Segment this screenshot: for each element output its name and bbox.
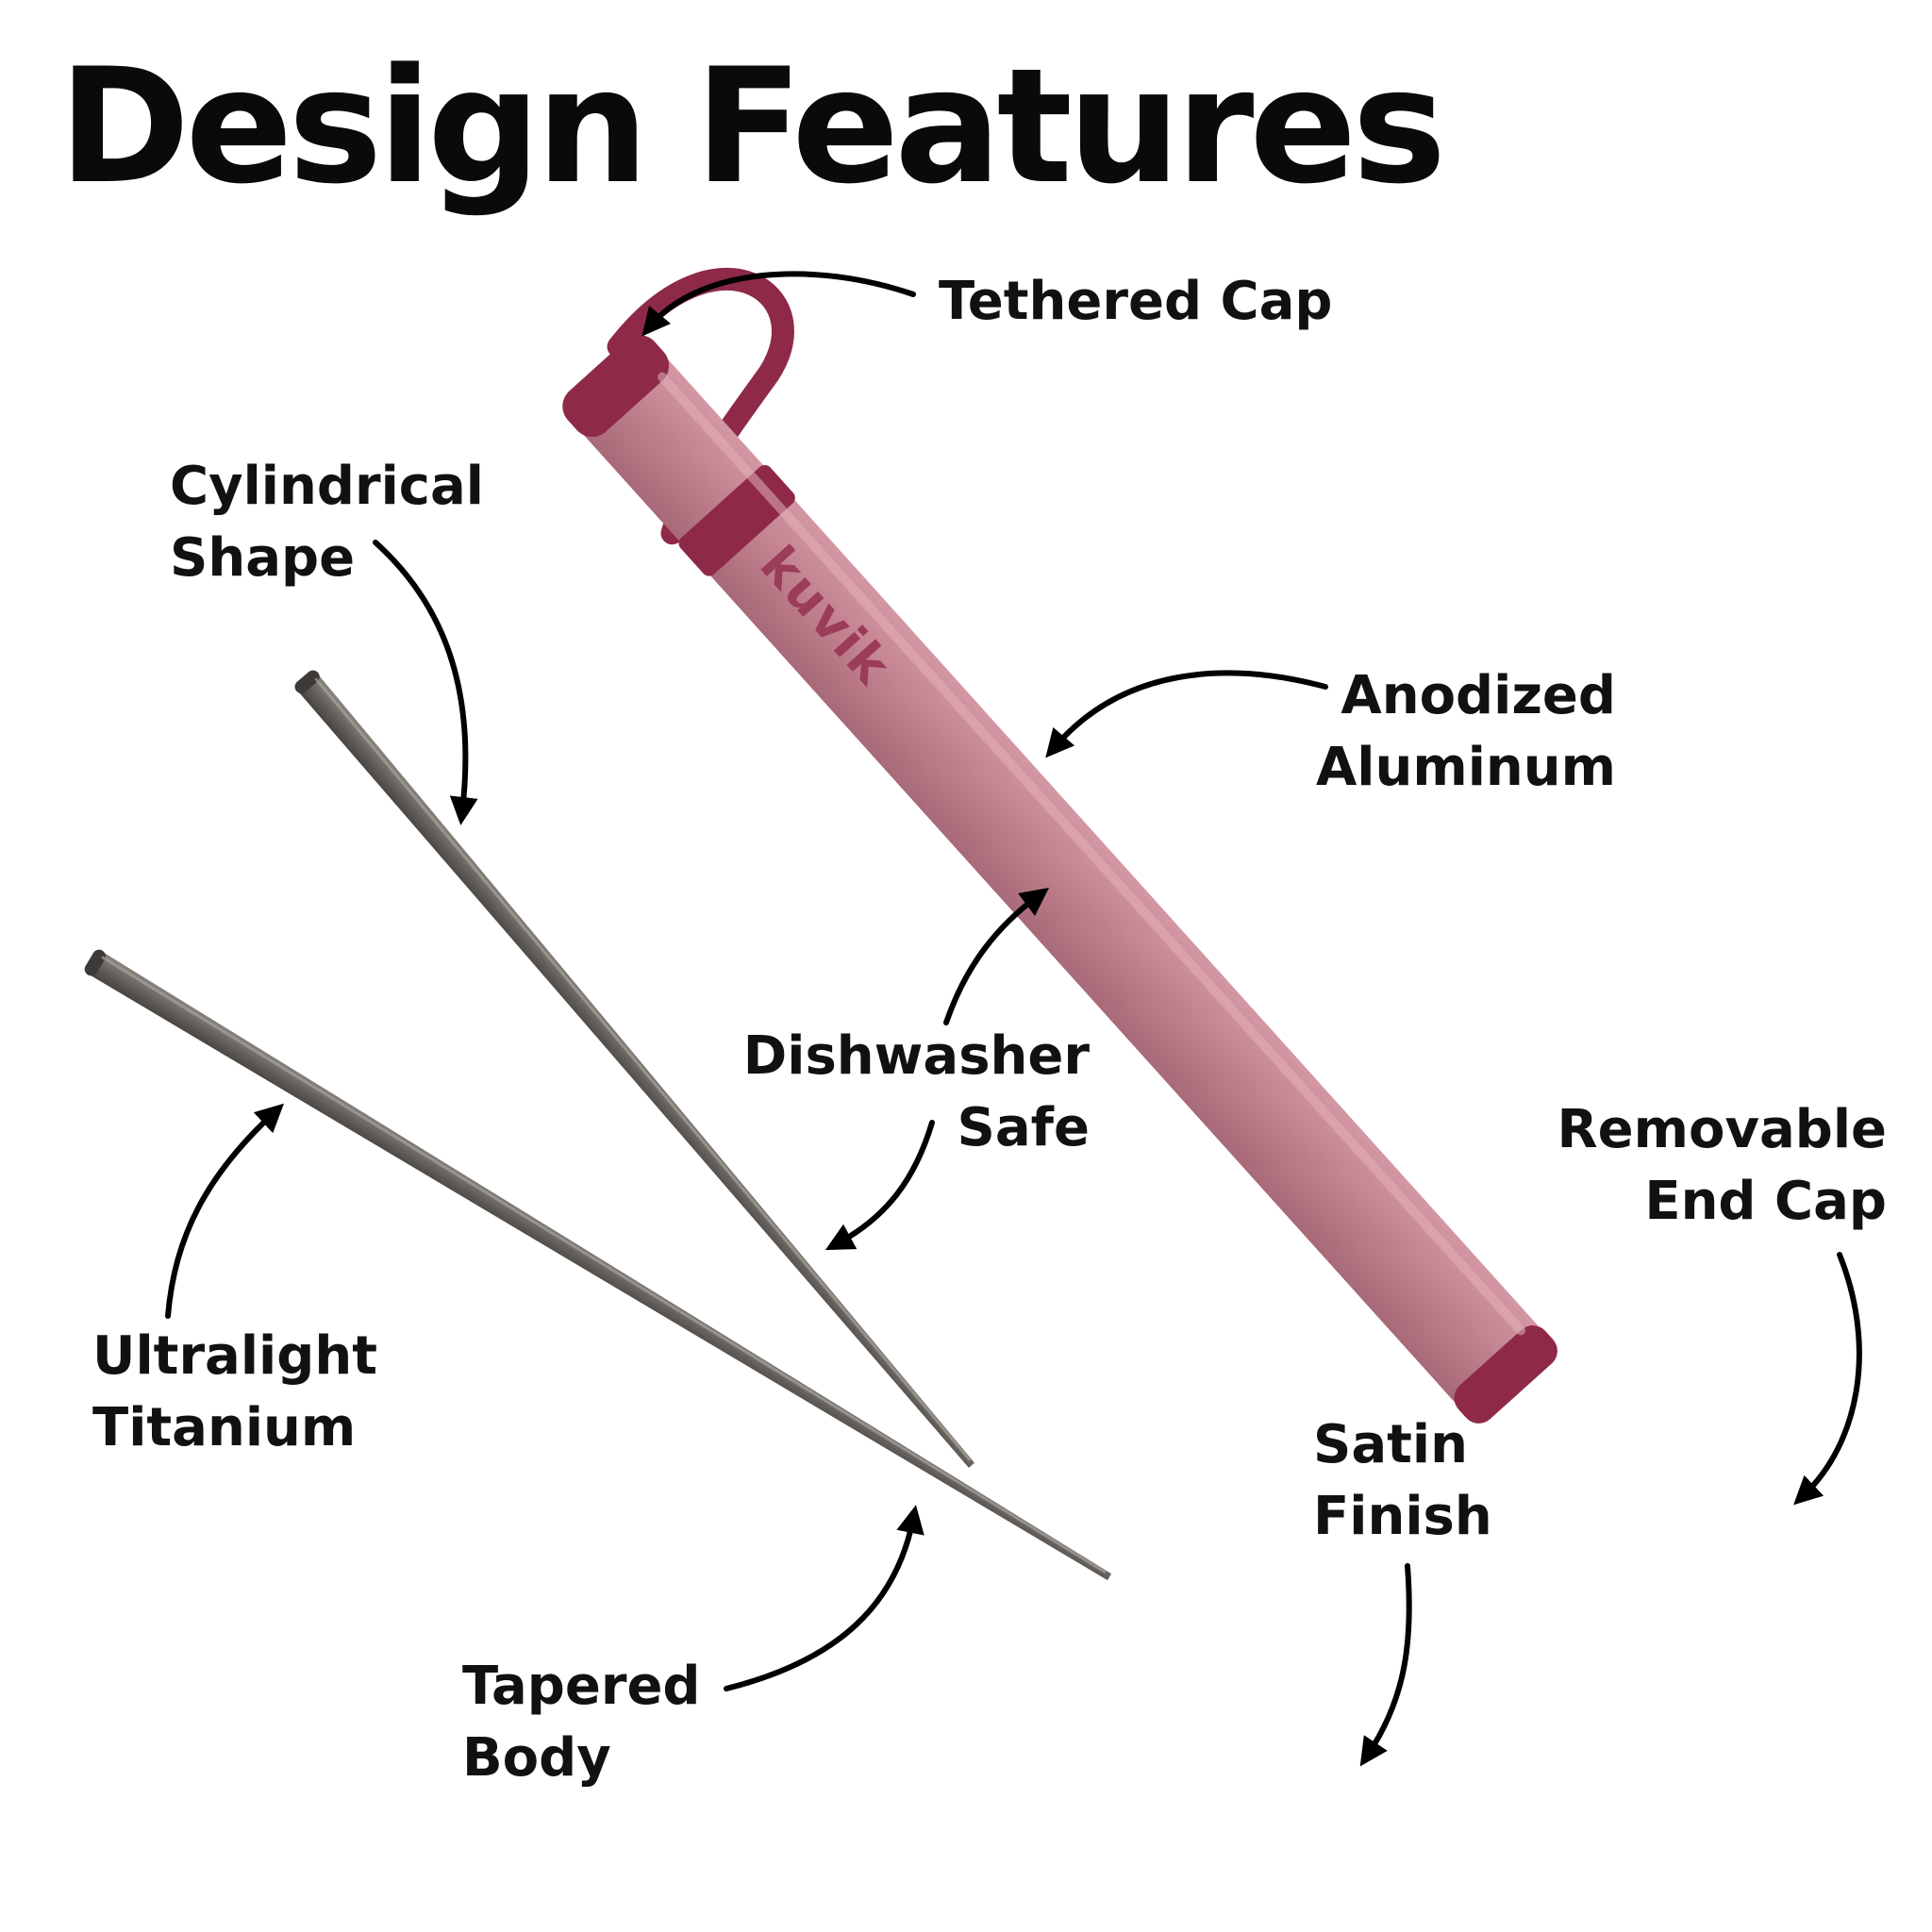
arrow-anodized-aluminum — [1045, 670, 1328, 758]
arrow-cylindrical-shape — [373, 540, 478, 825]
arrow-tapered-body — [724, 1505, 924, 1691]
case-body — [571, 343, 1542, 1407]
end-cap — [1454, 1325, 1557, 1424]
arrow-ultralight-titanium — [165, 1103, 284, 1319]
label-tethered-cap: Tethered Cap — [939, 271, 1333, 332]
label-anodized-aluminum: Anodized Aluminum — [1315, 665, 1616, 798]
label-tapered-body: Tapered Body — [462, 1656, 701, 1789]
chopstick-right — [84, 949, 1112, 1581]
label-dishwasher-safe: Dishwasher Safe — [742, 1025, 1090, 1158]
arrow-satin-finish — [1359, 1563, 1412, 1767]
arrow-removable-end-cap — [1793, 1252, 1862, 1506]
chopstick-left — [294, 670, 975, 1468]
page-title: Design Features — [58, 34, 1446, 219]
arrow-dishwasher-safe-down — [824, 1120, 935, 1251]
label-removable-end-cap: Removable End Cap — [1557, 1099, 1887, 1232]
tethered-cap — [562, 335, 670, 438]
label-satin-finish: Satin Finish — [1313, 1414, 1492, 1547]
label-ultralight-titanium: Ultralight Titanium — [92, 1325, 377, 1458]
label-cylindrical-shape: Cylindrical Shape — [170, 456, 484, 589]
arrow-dishwasher-safe-up — [943, 887, 1049, 1025]
arrow-tethered-cap — [641, 271, 916, 337]
chopstick-case: kuvik — [562, 267, 1557, 1424]
